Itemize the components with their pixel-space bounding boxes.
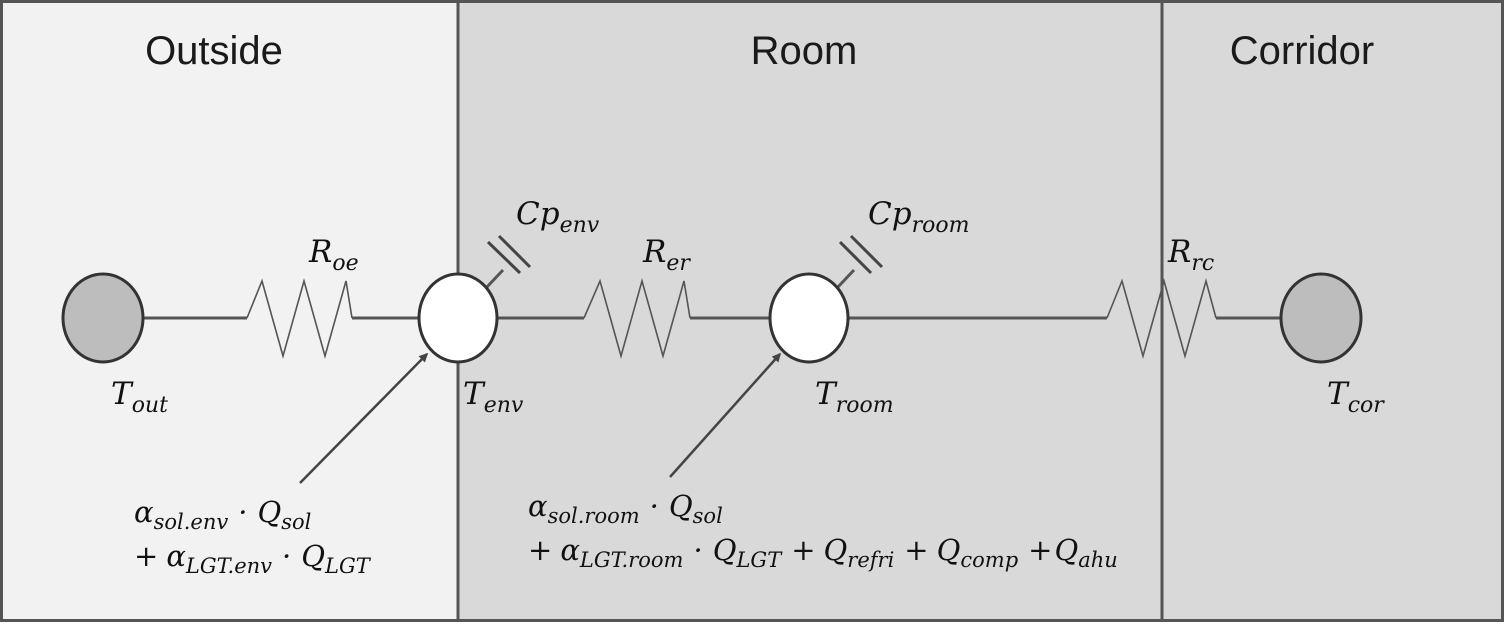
label-cp-room-symbol: Cp [868,196,912,232]
room-line1-dot: · [650,489,659,523]
env-line2-alpha: α [166,539,186,573]
room-title: Room [751,29,858,73]
room-line2-q-sub: LGT [735,548,783,572]
env-line2-plus: + [134,539,158,573]
room-line2-q4: Q [1054,533,1078,567]
heat-input-room-line1: αsol.room · Qsol [528,489,723,528]
resistor-roe [246,278,353,359]
room-line2-q3: Q [937,533,961,567]
heat-input-env-line1: αsol.env · Qsol [134,495,311,534]
label-cp-room-sub: room [912,213,970,238]
label-t-env-sub: env [484,393,524,418]
env-line2-q: Q [301,539,325,573]
room-line2-q: Q [713,533,737,567]
label-t-env: Tenv [463,376,524,418]
env-line1-q-sub: sol [281,510,311,534]
room-line2-q4-sub: ahu [1078,548,1118,572]
heat-arrow-room [669,352,781,478]
room-line2-q2: Q [824,533,848,567]
capacitor-env-plate-b [497,234,532,269]
room-line1-q-sub: sol [693,504,723,528]
label-r-rc: Rrc [1167,234,1214,276]
env-line2-alpha-sub: LGT.env [185,554,272,578]
room-line2-alpha: α [560,533,580,567]
label-r-rc-symbol: R [1167,234,1191,270]
room-line2-plus: + [528,533,552,567]
label-t-room: Troom [815,376,894,418]
resistor-rrc [1106,277,1217,359]
label-t-cor: Tcor [1327,376,1385,418]
env-line2-dot: · [282,539,291,573]
label-cp-env: Cpenv [516,196,600,238]
label-r-er: Rer [642,234,691,276]
label-t-out-sub: out [132,393,168,418]
outside-title: Outside [145,29,283,73]
label-t-out-symbol: T [111,376,134,412]
corridor-title: Corridor [1230,29,1374,73]
label-r-oe: Roe [308,234,359,276]
heat-arrow-env [299,352,429,484]
room-line1-alpha: α [528,489,548,523]
label-cp-env-symbol: Cp [516,196,560,232]
capacitor-env-stub [484,268,505,290]
node-t-env [417,272,499,364]
env-line1-alpha-sub: sol.env [154,510,229,534]
label-t-out: Tout [111,376,168,418]
label-cp-room: Cproom [868,196,969,238]
label-r-er-sub: er [666,251,691,276]
room-line1-alpha-sub: sol.room [548,504,640,528]
capacitor-room-plate-a [838,240,873,275]
label-t-cor-symbol: T [1327,376,1350,412]
label-r-rc-sub: rc [1191,251,1214,276]
env-line1-dot: · [238,495,247,529]
node-t-room [768,272,850,364]
label-r-er-symbol: R [642,234,666,270]
room-line2-alpha-sub: LGT.room [579,548,684,572]
room-line2-q2-sub: refri [847,548,894,572]
room-line2-plus4: + [1028,533,1052,567]
env-line1-alpha: α [134,495,154,529]
label-t-cor-sub: cor [1348,393,1386,418]
label-t-env-symbol: T [463,376,486,412]
room-line1-q: Q [669,489,693,523]
node-t-cor [1279,272,1363,364]
capacitor-room-plate-b [849,234,884,269]
label-t-room-sub: room [836,393,894,418]
label-r-oe-sub: oe [332,251,358,276]
room-line2-plus3: + [904,533,928,567]
room-line2-q3-sub: comp [960,548,1018,572]
env-line2-q-sub: LGT [324,554,372,578]
capacitor-env-plate-a [486,240,522,275]
node-t-out [61,272,145,364]
room-line2-dot: · [693,533,702,567]
label-t-room-symbol: T [815,376,838,412]
room-line2-plus2: + [791,533,815,567]
capacitor-room-stub [835,268,856,290]
heat-input-env-line2: +αLGT.env · QLGT [134,539,372,578]
resistor-rer [583,278,691,359]
heat-input-room-line2: +αLGT.room·QLGT+Qrefri+Qcomp+Qahu [528,533,1118,572]
label-cp-env-sub: env [560,213,600,238]
env-line1-q: Q [257,495,281,529]
label-r-oe-symbol: R [308,234,332,270]
